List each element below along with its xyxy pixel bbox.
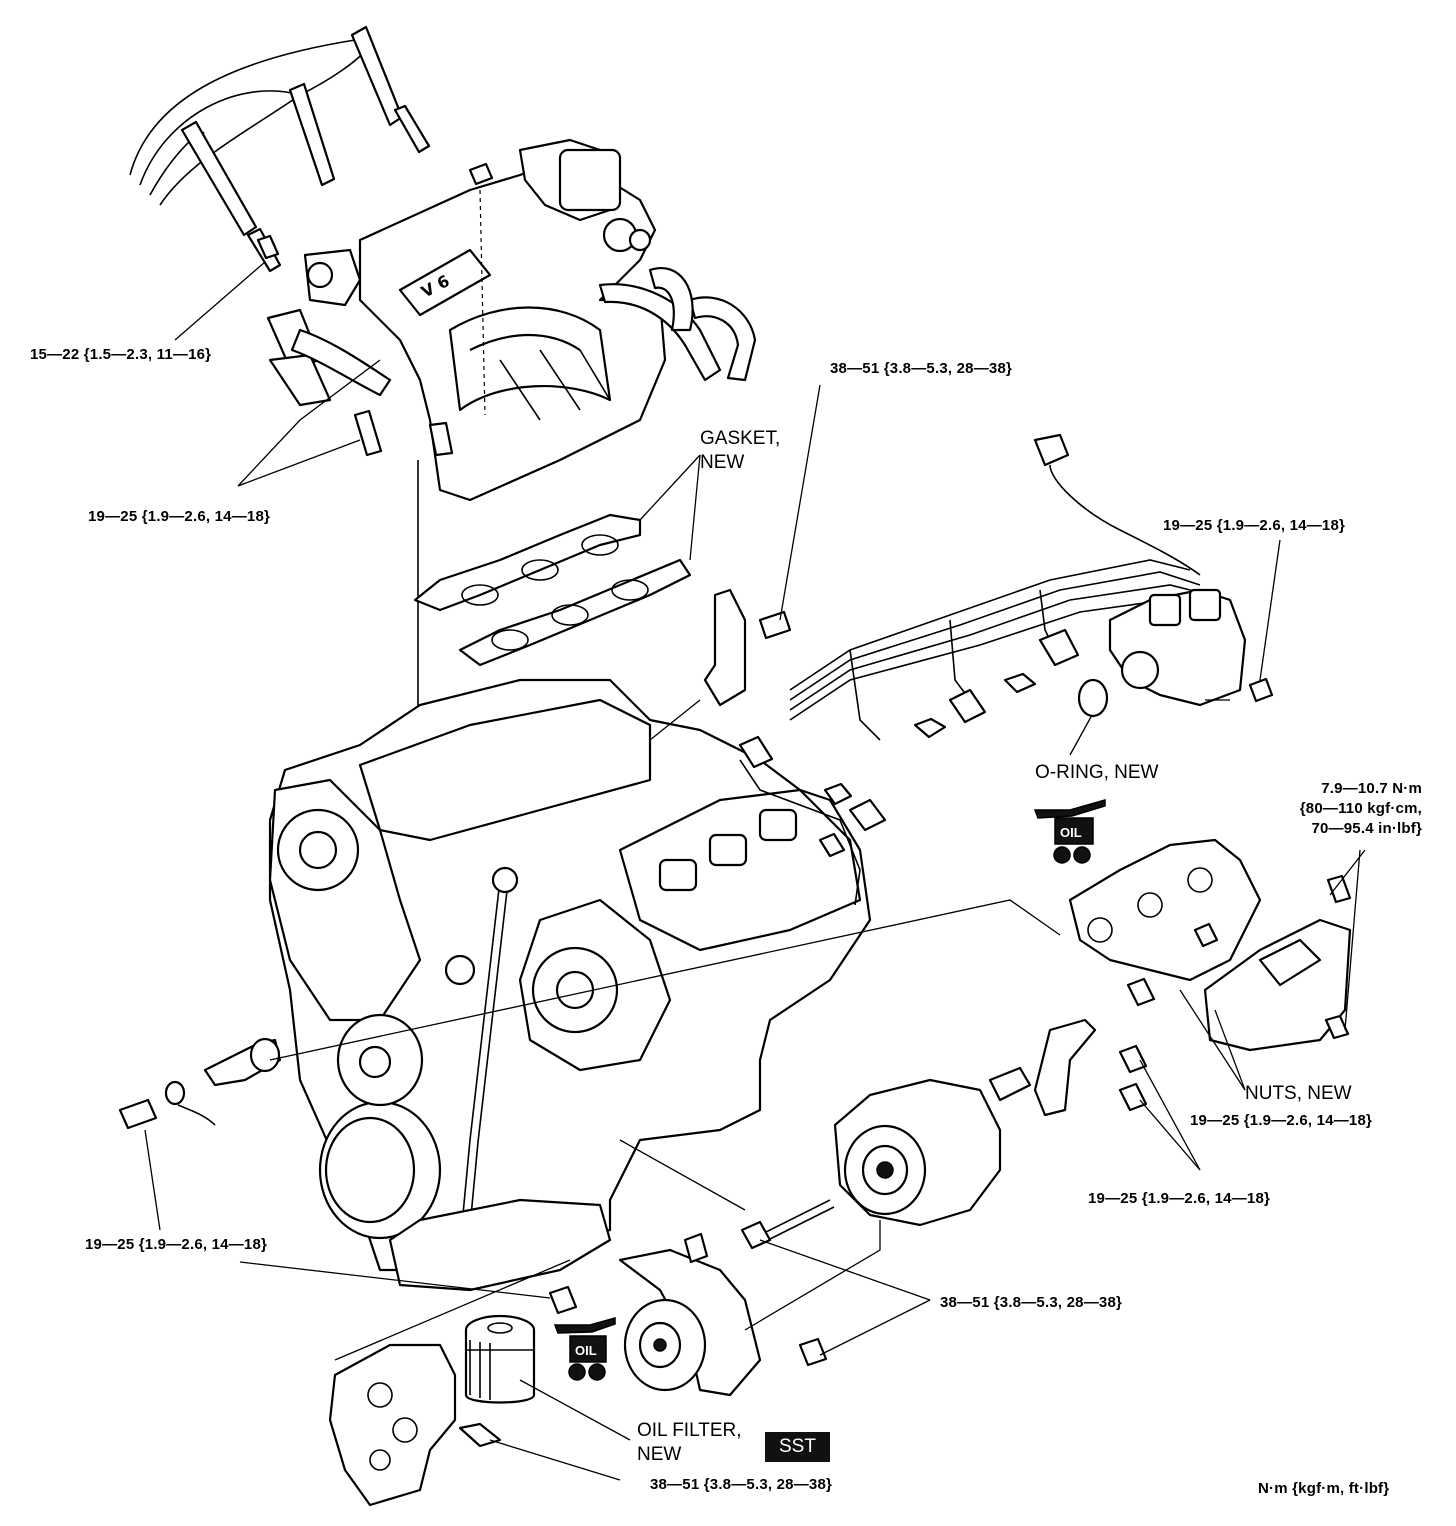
tensioner-pulley <box>548 1232 828 1397</box>
engine-hanger-bracket <box>649 588 792 741</box>
units-legend: N·m {kgf·m, ft·lbf} <box>1258 1480 1390 1497</box>
torque-distributor: 19—25 {1.9—2.6, 14—18} <box>1163 517 1346 534</box>
oil-can-icon: OIL <box>553 1317 616 1381</box>
torque-exhaust-nuts: 19—25 {1.9—2.6, 14—18} <box>1190 1112 1373 1129</box>
exhaust-manifold <box>1068 838 1352 1052</box>
torque-heat-shield-line1: 7.9—10.7 N·m <box>1321 780 1422 797</box>
distributor-assembly <box>789 433 1274 832</box>
oil-can-icon: OIL <box>1033 799 1106 864</box>
leader-lines <box>144 261 1366 1481</box>
special-service-tool-badge: SST <box>765 1432 830 1462</box>
torque-alternator-bracket: 19—25 {1.9—2.6, 14—18} <box>1088 1190 1271 1207</box>
gasket-label-line2: NEW <box>700 452 745 473</box>
spark-plug-wires-front <box>129 25 431 273</box>
oil-filter-label-line1: OIL FILTER, <box>637 1420 742 1441</box>
alternator <box>740 1018 1148 1250</box>
oil-badge-text: OIL <box>1060 825 1082 840</box>
front-cover-bracket <box>118 1037 282 1130</box>
torque-heat-shield-line3: 70—95.4 in·lbf} <box>1311 820 1422 837</box>
torque-heat-shield-line2: {80—110 kgf·cm, <box>1299 800 1422 817</box>
intake-gasket <box>413 513 692 667</box>
torque-front-cover-left: 19—25 {1.9—2.6, 14—18} <box>85 1236 268 1253</box>
oring-label: O-RING, NEW <box>1035 762 1159 783</box>
intake-manifold: V 6 <box>256 138 757 502</box>
oil-badge-text: OIL <box>575 1343 597 1358</box>
engine-block <box>268 678 872 1292</box>
torque-intake-left: 15—22 {1.5—2.3, 11—16} <box>30 346 212 363</box>
gasket-label-line1: GASKET, <box>700 428 781 449</box>
torque-bracket-top: 38—51 {3.8—5.3, 28—38} <box>830 360 1013 377</box>
torque-oil-cooler: 38—51 {3.8—5.3, 28—38} <box>650 1476 833 1493</box>
oil-filter-label-line2: NEW <box>637 1444 682 1465</box>
oil-filter <box>464 1314 536 1404</box>
nuts-new-label: NUTS, NEW <box>1245 1083 1352 1104</box>
torque-alternator-bolt: 38—51 {3.8—5.3, 28—38} <box>940 1294 1123 1311</box>
torque-intake-lower: 19—25 {1.9—2.6, 14—18} <box>88 508 271 525</box>
